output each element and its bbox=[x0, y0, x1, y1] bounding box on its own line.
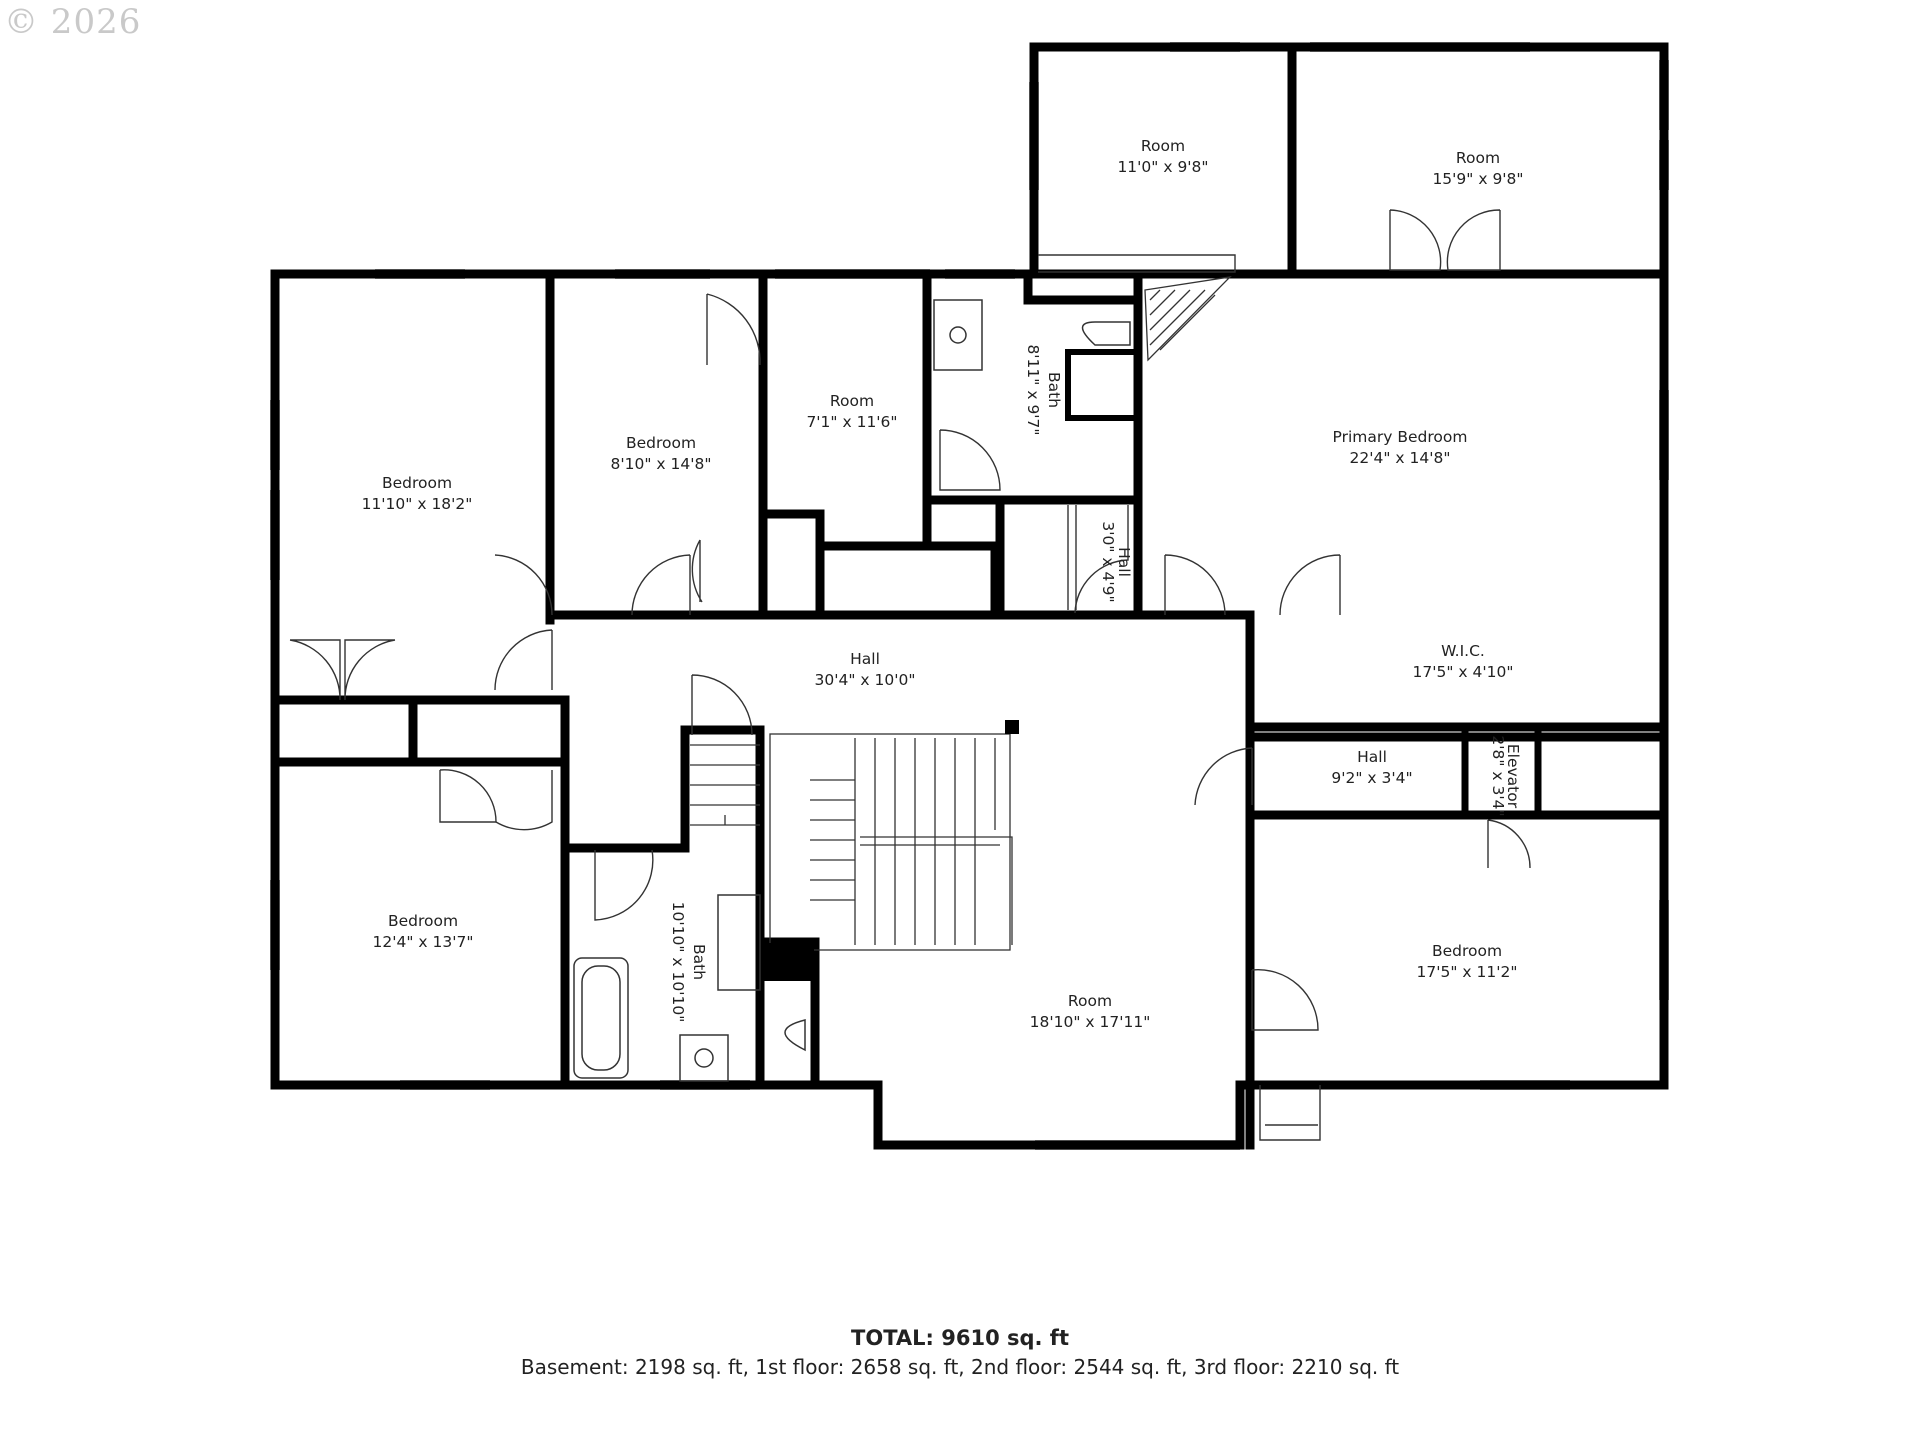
copyright-watermark: © 2026 bbox=[4, 2, 142, 42]
svg-text:Room: Room bbox=[1068, 992, 1112, 1010]
svg-text:Elevator: Elevator bbox=[1504, 744, 1522, 809]
svg-text:Room: Room bbox=[1141, 137, 1185, 155]
doors bbox=[289, 209, 1531, 1141]
svg-text:Bedroom: Bedroom bbox=[1432, 942, 1502, 960]
svg-text:Bedroom: Bedroom bbox=[626, 434, 696, 452]
svg-text:Hall: Hall bbox=[1357, 748, 1387, 766]
label-bath-n: Bath 8'11" x 9'7" bbox=[1024, 344, 1063, 435]
label-elevator: Elevator 2'8" x 3'4" bbox=[1489, 735, 1522, 816]
svg-text:Bath: Bath bbox=[690, 944, 708, 980]
label-primary-bedroom: Primary Bedroom 22'4" x 14'8" bbox=[1333, 428, 1468, 467]
svg-text:Bedroom: Bedroom bbox=[382, 474, 452, 492]
svg-text:2'8" x 3'4": 2'8" x 3'4" bbox=[1489, 735, 1507, 816]
label-wic: W.I.C. 17'5" x 4'10" bbox=[1413, 642, 1514, 681]
svg-text:Bedroom: Bedroom bbox=[388, 912, 458, 930]
svg-text:Bath: Bath bbox=[1045, 372, 1063, 408]
svg-text:17'5" x 11'2": 17'5" x 11'2" bbox=[1417, 963, 1518, 981]
label-bath-s: Bath 10'10" x 10'10" bbox=[669, 902, 708, 1023]
label-bedroom-sw: Bedroom 12'4" x 13'7" bbox=[373, 912, 474, 951]
svg-text:22'4" x 14'8": 22'4" x 14'8" bbox=[1350, 449, 1451, 467]
floor-area-breakdown: Basement: 2198 sq. ft, 1st floor: 2658 s… bbox=[520, 1355, 1400, 1379]
svg-text:11'10" x 18'2": 11'10" x 18'2" bbox=[362, 495, 473, 513]
svg-text:10'10" x 10'10": 10'10" x 10'10" bbox=[669, 902, 687, 1023]
total-area: TOTAL: 9610 sq. ft bbox=[851, 1326, 1069, 1350]
fixtures bbox=[573, 299, 1131, 1082]
walls bbox=[270, 42, 1669, 1150]
svg-text:Room: Room bbox=[830, 392, 874, 410]
svg-text:3'0" x 4'9": 3'0" x 4'9" bbox=[1099, 521, 1117, 602]
label-bedroom-se: Bedroom 17'5" x 11'2" bbox=[1417, 942, 1518, 981]
svg-text:17'5" x 4'10": 17'5" x 4'10" bbox=[1413, 663, 1514, 681]
svg-text:8'11" x 9'7": 8'11" x 9'7" bbox=[1024, 344, 1042, 435]
svg-text:Hall: Hall bbox=[1115, 547, 1133, 577]
label-hall-small: Hall 3'0" x 4'9" bbox=[1099, 521, 1133, 602]
stairs bbox=[690, 276, 1232, 951]
label-room-small: Room 7'1" x 11'6" bbox=[806, 392, 897, 431]
svg-text:9'2" x 3'4": 9'2" x 3'4" bbox=[1331, 769, 1412, 787]
svg-text:18'10" x 17'11": 18'10" x 17'11" bbox=[1030, 1013, 1151, 1031]
svg-text:11'0" x 9'8": 11'0" x 9'8" bbox=[1117, 158, 1208, 176]
svg-text:8'10" x 14'8": 8'10" x 14'8" bbox=[611, 455, 712, 473]
svg-text:Hall: Hall bbox=[850, 650, 880, 668]
label-bedroom-n: Bedroom 8'10" x 14'8" bbox=[611, 434, 712, 473]
svg-text:W.I.C.: W.I.C. bbox=[1441, 642, 1485, 660]
label-room-tr: Room 15'9" x 9'8" bbox=[1432, 149, 1523, 188]
windows bbox=[270, 42, 1669, 1150]
room-labels: Room 11'0" x 9'8" Room 15'9" x 9'8" Bedr… bbox=[362, 137, 1524, 1031]
svg-text:7'1" x 11'6": 7'1" x 11'6" bbox=[806, 413, 897, 431]
label-room-tl: Room 11'0" x 9'8" bbox=[1117, 137, 1208, 176]
svg-text:Primary Bedroom: Primary Bedroom bbox=[1333, 428, 1468, 446]
label-room-center: Room 18'10" x 17'11" bbox=[1030, 992, 1151, 1031]
svg-text:Room: Room bbox=[1456, 149, 1500, 167]
svg-text:30'4" x 10'0": 30'4" x 10'0" bbox=[815, 671, 916, 689]
label-hall-e: Hall 9'2" x 3'4" bbox=[1331, 748, 1412, 787]
label-bedroom-w: Bedroom 11'10" x 18'2" bbox=[362, 474, 473, 513]
svg-text:12'4" x 13'7": 12'4" x 13'7" bbox=[373, 933, 474, 951]
svg-text:15'9" x 9'8": 15'9" x 9'8" bbox=[1432, 170, 1523, 188]
label-hall-main: Hall 30'4" x 10'0" bbox=[815, 650, 916, 689]
